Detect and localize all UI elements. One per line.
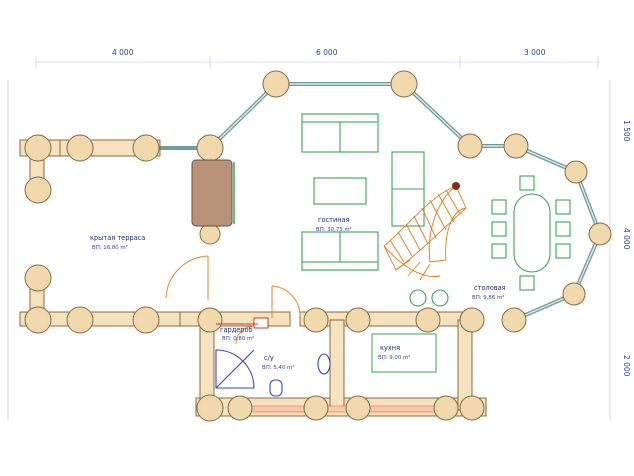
dim-right-1: 1 500 bbox=[622, 120, 631, 142]
post bbox=[503, 133, 529, 159]
stair-newel bbox=[452, 182, 460, 190]
service-strip bbox=[247, 405, 437, 413]
post bbox=[132, 134, 160, 162]
room-label-living: гостиная bbox=[318, 216, 350, 224]
post bbox=[457, 133, 483, 159]
sofa-back bbox=[301, 113, 379, 123]
wardrobe-rail bbox=[253, 317, 269, 329]
room-area-dining: ВП: 9,86 m² bbox=[472, 294, 504, 301]
post bbox=[345, 395, 371, 421]
room-label-terrace: крытая терраса bbox=[90, 234, 145, 242]
dim-top-3: 3 000 bbox=[524, 48, 546, 57]
kitchen-counter bbox=[371, 333, 437, 373]
doors bbox=[165, 255, 301, 345]
sofa-back bbox=[301, 261, 379, 271]
dim-top-2: 6 000 bbox=[316, 48, 338, 57]
room-label-kitchen: кухня bbox=[380, 344, 400, 352]
sink bbox=[317, 353, 331, 375]
room-area-terrace: ВП: 16,80 m² bbox=[92, 244, 128, 251]
post bbox=[459, 395, 485, 421]
chair bbox=[555, 243, 571, 259]
room-label-dining: столовая bbox=[474, 284, 506, 292]
post bbox=[132, 306, 160, 334]
room-label-wardrobe: гардероб bbox=[220, 326, 253, 334]
dim-right-3: 2 000 bbox=[622, 355, 631, 377]
chair bbox=[491, 199, 507, 215]
post bbox=[24, 306, 52, 334]
post bbox=[562, 282, 586, 306]
post bbox=[564, 160, 588, 184]
chair bbox=[555, 221, 571, 237]
living-furniture bbox=[301, 113, 425, 271]
post bbox=[196, 134, 224, 162]
post bbox=[197, 307, 223, 333]
dim-right-2: 4 000 bbox=[622, 228, 631, 250]
post bbox=[459, 307, 485, 333]
post bbox=[66, 306, 94, 334]
post bbox=[345, 307, 371, 333]
room-area-living: ВП: 30,75 m² bbox=[316, 226, 352, 233]
post bbox=[390, 70, 418, 98]
dining-table bbox=[513, 193, 551, 273]
chair bbox=[491, 243, 507, 259]
round-stool bbox=[431, 289, 449, 307]
room-label-bathroom: с/у bbox=[264, 354, 274, 362]
post bbox=[262, 70, 290, 98]
post bbox=[303, 395, 329, 421]
dining-set bbox=[491, 175, 571, 291]
post bbox=[199, 223, 221, 245]
log-posts bbox=[24, 70, 612, 422]
post bbox=[303, 307, 329, 333]
post bbox=[66, 134, 94, 162]
post bbox=[24, 134, 52, 162]
post bbox=[588, 222, 612, 246]
room-area-wardrobe: ВП: 0,80 m² bbox=[222, 335, 254, 342]
round-stool bbox=[409, 289, 427, 307]
post bbox=[24, 264, 52, 292]
dimension-lines bbox=[7, 56, 611, 420]
fireplace bbox=[191, 159, 233, 227]
bathroom-fixtures bbox=[215, 349, 331, 397]
chair bbox=[519, 275, 535, 291]
post bbox=[227, 395, 253, 421]
room-area-bathroom: ВП: 5,40 m² bbox=[262, 364, 294, 371]
room-area-kitchen: ВП: 9,00 m² bbox=[378, 354, 410, 361]
post bbox=[501, 307, 527, 333]
post bbox=[24, 176, 52, 204]
coffee-table bbox=[313, 177, 367, 205]
toilet bbox=[269, 379, 283, 397]
chair bbox=[555, 199, 571, 215]
post bbox=[196, 394, 224, 422]
staircase bbox=[383, 182, 467, 281]
chair bbox=[519, 175, 535, 191]
post bbox=[415, 307, 441, 333]
chair bbox=[491, 221, 507, 237]
post bbox=[433, 395, 459, 421]
dim-top-1: 4 000 bbox=[112, 48, 134, 57]
